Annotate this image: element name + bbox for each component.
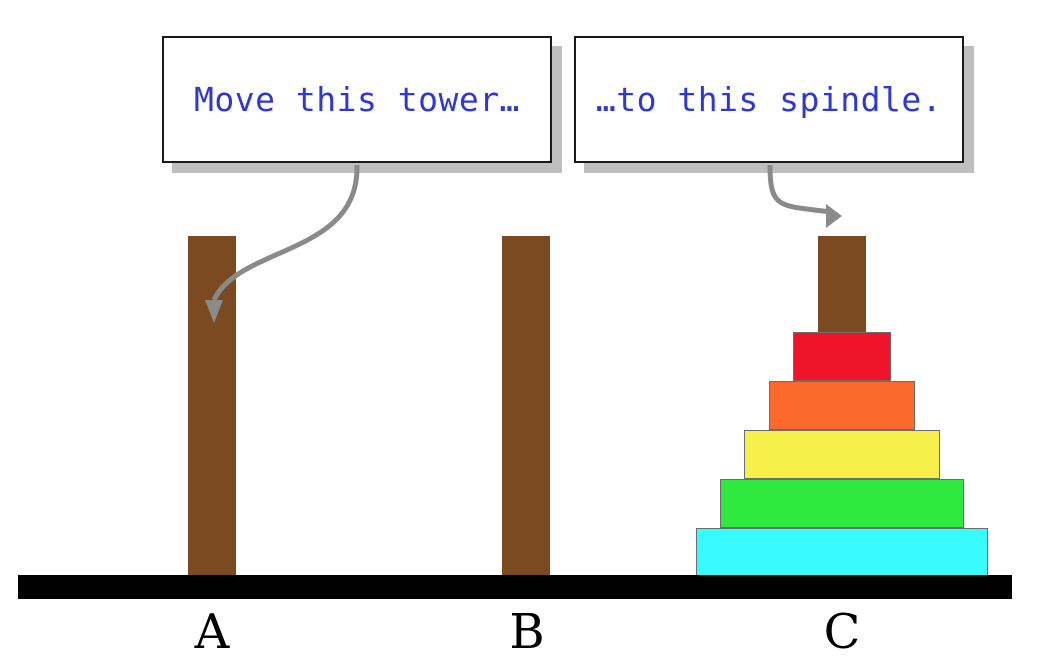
disk-1 xyxy=(793,332,891,381)
callout-move-tower: Move this tower… xyxy=(162,36,552,163)
callout-move-text: Move this tower… xyxy=(194,80,520,119)
callout-to-text: …to this spindle. xyxy=(595,80,943,119)
callout-to-spindle: …to this spindle. xyxy=(574,36,964,163)
arrow-to-head xyxy=(826,204,842,228)
peg-b xyxy=(502,236,550,576)
disk-5 xyxy=(696,528,988,577)
peg-label-a: A xyxy=(194,604,230,660)
peg-label-b: B xyxy=(509,604,545,660)
arrow-to-curve xyxy=(767,164,831,215)
disk-2 xyxy=(769,381,915,430)
peg-label-c: C xyxy=(823,604,861,660)
peg-a xyxy=(188,236,236,576)
disk-3 xyxy=(744,430,940,479)
disk-4 xyxy=(720,479,964,528)
base-bar xyxy=(18,575,1012,599)
